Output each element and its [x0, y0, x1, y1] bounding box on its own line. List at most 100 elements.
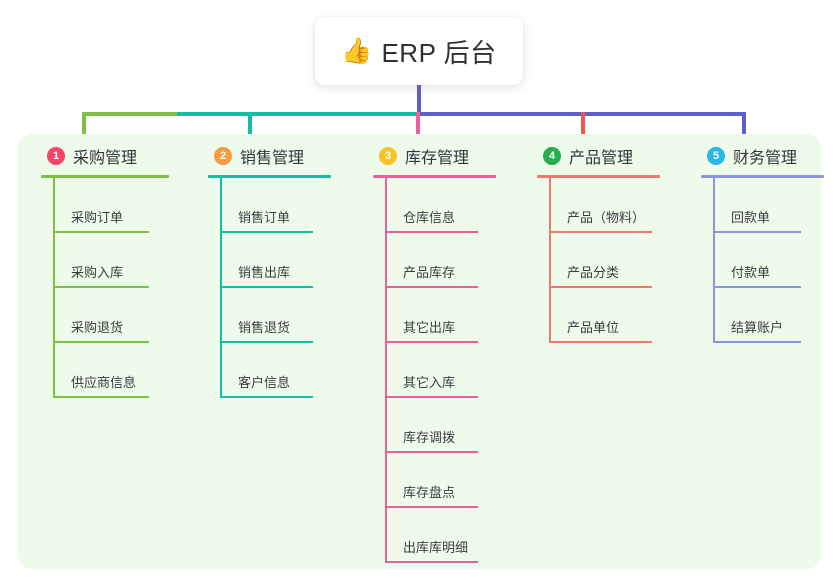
item-rule	[220, 231, 313, 233]
branch-header-rule-1	[41, 175, 169, 178]
list-item[interactable]: 产品单位	[549, 288, 705, 343]
list-item[interactable]: 采购入库	[53, 233, 209, 288]
list-item[interactable]: 产品库存	[385, 233, 541, 288]
item-label: 其它入库	[403, 375, 456, 390]
branch-header-5[interactable]: 5 财务管理	[701, 144, 839, 168]
branch-header-rule-2	[208, 175, 331, 178]
branch-badge-5: 5	[707, 147, 725, 165]
root-node-card[interactable]: 👍 ERP 后台	[315, 17, 523, 85]
connector-drop-column-4	[581, 112, 585, 147]
page-title: ERP 后台	[381, 37, 497, 68]
connector-drop-column-1	[82, 112, 86, 147]
branch-spine-2	[220, 178, 222, 398]
item-label: 销售退货	[238, 320, 291, 335]
item-rule	[220, 286, 313, 288]
list-item[interactable]: 产品分类	[549, 233, 705, 288]
list-item[interactable]: 库存盘点	[385, 453, 541, 508]
branch-title-5: 财务管理	[733, 150, 798, 167]
item-label: 产品（物料）	[567, 210, 646, 225]
branch-title-2: 销售管理	[240, 150, 305, 167]
item-rule	[385, 396, 478, 398]
branch-column-4: 4 产品管理 产品（物料） 产品分类 产品单位	[537, 144, 705, 343]
thumbs-up-icon: 👍	[341, 36, 373, 65]
list-item[interactable]: 产品（物料）	[549, 178, 705, 233]
item-label: 采购入库	[71, 265, 124, 280]
item-label: 回款单	[731, 210, 771, 225]
list-item[interactable]: 其它入库	[385, 343, 541, 398]
list-item[interactable]: 回款单	[713, 178, 839, 233]
connector-bar-teal	[177, 112, 418, 116]
branch-column-5: 5 财务管理 回款单 付款单 结算账户	[701, 144, 839, 343]
branch-column-1: 1 采购管理 采购订单 采购入库 采购退货 供应商信息	[41, 144, 209, 398]
list-item[interactable]: 客户信息	[220, 343, 376, 398]
branch-header-2[interactable]: 2 销售管理	[208, 144, 376, 168]
list-item[interactable]: 库存调拨	[385, 398, 541, 453]
item-rule	[220, 396, 313, 398]
item-label: 结算账户	[731, 320, 784, 335]
branch-badge-3: 3	[379, 147, 397, 165]
branch-spine-5	[713, 178, 715, 343]
list-item[interactable]: 仓库信息	[385, 178, 541, 233]
list-item[interactable]: 结算账户	[713, 288, 839, 343]
item-label: 客户信息	[238, 375, 291, 390]
item-label: 产品单位	[567, 320, 620, 335]
item-rule	[385, 231, 478, 233]
connector-drop-column-5	[742, 112, 746, 147]
branch-column-2: 2 销售管理 销售订单 销售出库 销售退货 客户信息	[208, 144, 376, 398]
item-rule	[549, 341, 652, 343]
branch-badge-1: 1	[47, 147, 65, 165]
item-label: 销售订单	[238, 210, 291, 225]
branch-badge-2: 2	[214, 147, 232, 165]
item-label: 出库库明细	[403, 540, 469, 555]
list-item[interactable]: 其它出库	[385, 288, 541, 343]
connector-stem-vertical	[417, 85, 421, 114]
list-item[interactable]: 出库库明细	[385, 508, 541, 563]
branch-title-4: 产品管理	[569, 150, 634, 167]
branch-title-3: 库存管理	[405, 150, 470, 167]
item-label: 付款单	[731, 265, 771, 280]
branch-header-rule-5	[701, 175, 824, 178]
item-rule	[53, 286, 149, 288]
branch-header-rule-3	[373, 175, 496, 178]
item-rule	[713, 286, 801, 288]
branch-items-1: 采购订单 采购入库 采购退货 供应商信息	[41, 178, 209, 398]
item-rule	[713, 231, 801, 233]
branch-header-3[interactable]: 3 库存管理	[373, 144, 541, 168]
list-item[interactable]: 销售出库	[220, 233, 376, 288]
connector-drop-column-2	[248, 112, 252, 147]
list-item[interactable]: 采购退货	[53, 288, 209, 343]
list-item[interactable]: 付款单	[713, 233, 839, 288]
item-rule	[549, 231, 652, 233]
list-item[interactable]: 销售订单	[220, 178, 376, 233]
branch-column-3: 3 库存管理 仓库信息 产品库存 其它出库 其它入库 库存调拨	[373, 144, 541, 563]
mindmap-panel: 1 采购管理 采购订单 采购入库 采购退货 供应商信息	[18, 134, 824, 569]
item-label: 库存调拨	[403, 430, 456, 445]
branch-items-5: 回款单 付款单 结算账户	[701, 178, 839, 343]
item-label: 采购退货	[71, 320, 124, 335]
list-item[interactable]: 供应商信息	[53, 343, 209, 398]
branch-header-rule-4	[537, 175, 660, 178]
branch-items-3: 仓库信息 产品库存 其它出库 其它入库 库存调拨 库存盘点	[373, 178, 541, 563]
item-rule	[385, 341, 478, 343]
branch-spine-4	[549, 178, 551, 343]
branch-spine-1	[53, 178, 55, 398]
item-rule	[385, 506, 478, 508]
branch-badge-4: 4	[543, 147, 561, 165]
item-label: 库存盘点	[403, 485, 456, 500]
item-rule	[385, 451, 478, 453]
item-rule	[385, 286, 478, 288]
branch-header-1[interactable]: 1 采购管理	[41, 144, 209, 168]
item-rule	[713, 341, 801, 343]
list-item[interactable]: 销售退货	[220, 288, 376, 343]
item-label: 销售出库	[238, 265, 291, 280]
branch-items-4: 产品（物料） 产品分类 产品单位	[537, 178, 705, 343]
item-rule	[53, 341, 149, 343]
item-label: 供应商信息	[71, 375, 137, 390]
branch-spine-3	[385, 178, 387, 563]
item-rule	[549, 286, 652, 288]
branch-items-2: 销售订单 销售出库 销售退货 客户信息	[208, 178, 376, 398]
list-item[interactable]: 采购订单	[53, 178, 209, 233]
connector-bar-green	[82, 112, 177, 116]
branch-header-4[interactable]: 4 产品管理	[537, 144, 705, 168]
item-label: 产品分类	[567, 265, 620, 280]
